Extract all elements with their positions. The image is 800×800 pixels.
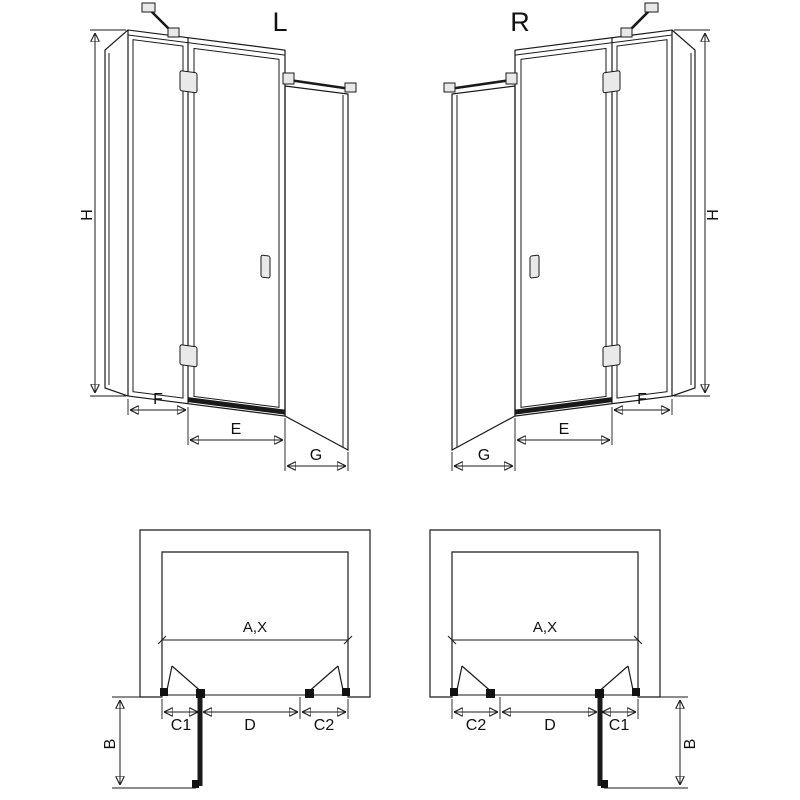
label-left-c1: C1 — [171, 717, 192, 734]
label-right-c1: C1 — [609, 717, 630, 734]
left-plan-drawing — [112, 530, 370, 788]
label-right-g: G — [478, 447, 490, 464]
label-right-h: H — [705, 209, 722, 221]
label-left-h: H — [79, 209, 96, 221]
label-left-f: F — [153, 391, 163, 408]
label-right-f: F — [637, 391, 647, 408]
label-left-d: D — [244, 717, 256, 734]
label-left-title: L — [272, 7, 287, 37]
label-left-g: G — [310, 447, 322, 464]
label-left-b: B — [102, 739, 119, 750]
left-elevation-drawing — [90, 3, 356, 471]
label-right-e: E — [559, 421, 570, 438]
label-right-d: D — [544, 717, 556, 734]
label-left-e: E — [231, 421, 242, 438]
label-right-b: B — [682, 739, 699, 750]
label-right-title: R — [510, 7, 530, 37]
label-left-plan-width: A,X — [243, 619, 267, 636]
right-elevation-drawing — [444, 3, 710, 471]
right-plan-drawing — [430, 530, 688, 788]
label-right-c2: C2 — [466, 717, 487, 734]
label-left-c2: C2 — [314, 717, 335, 734]
label-right-plan-width: A,X — [533, 619, 557, 636]
